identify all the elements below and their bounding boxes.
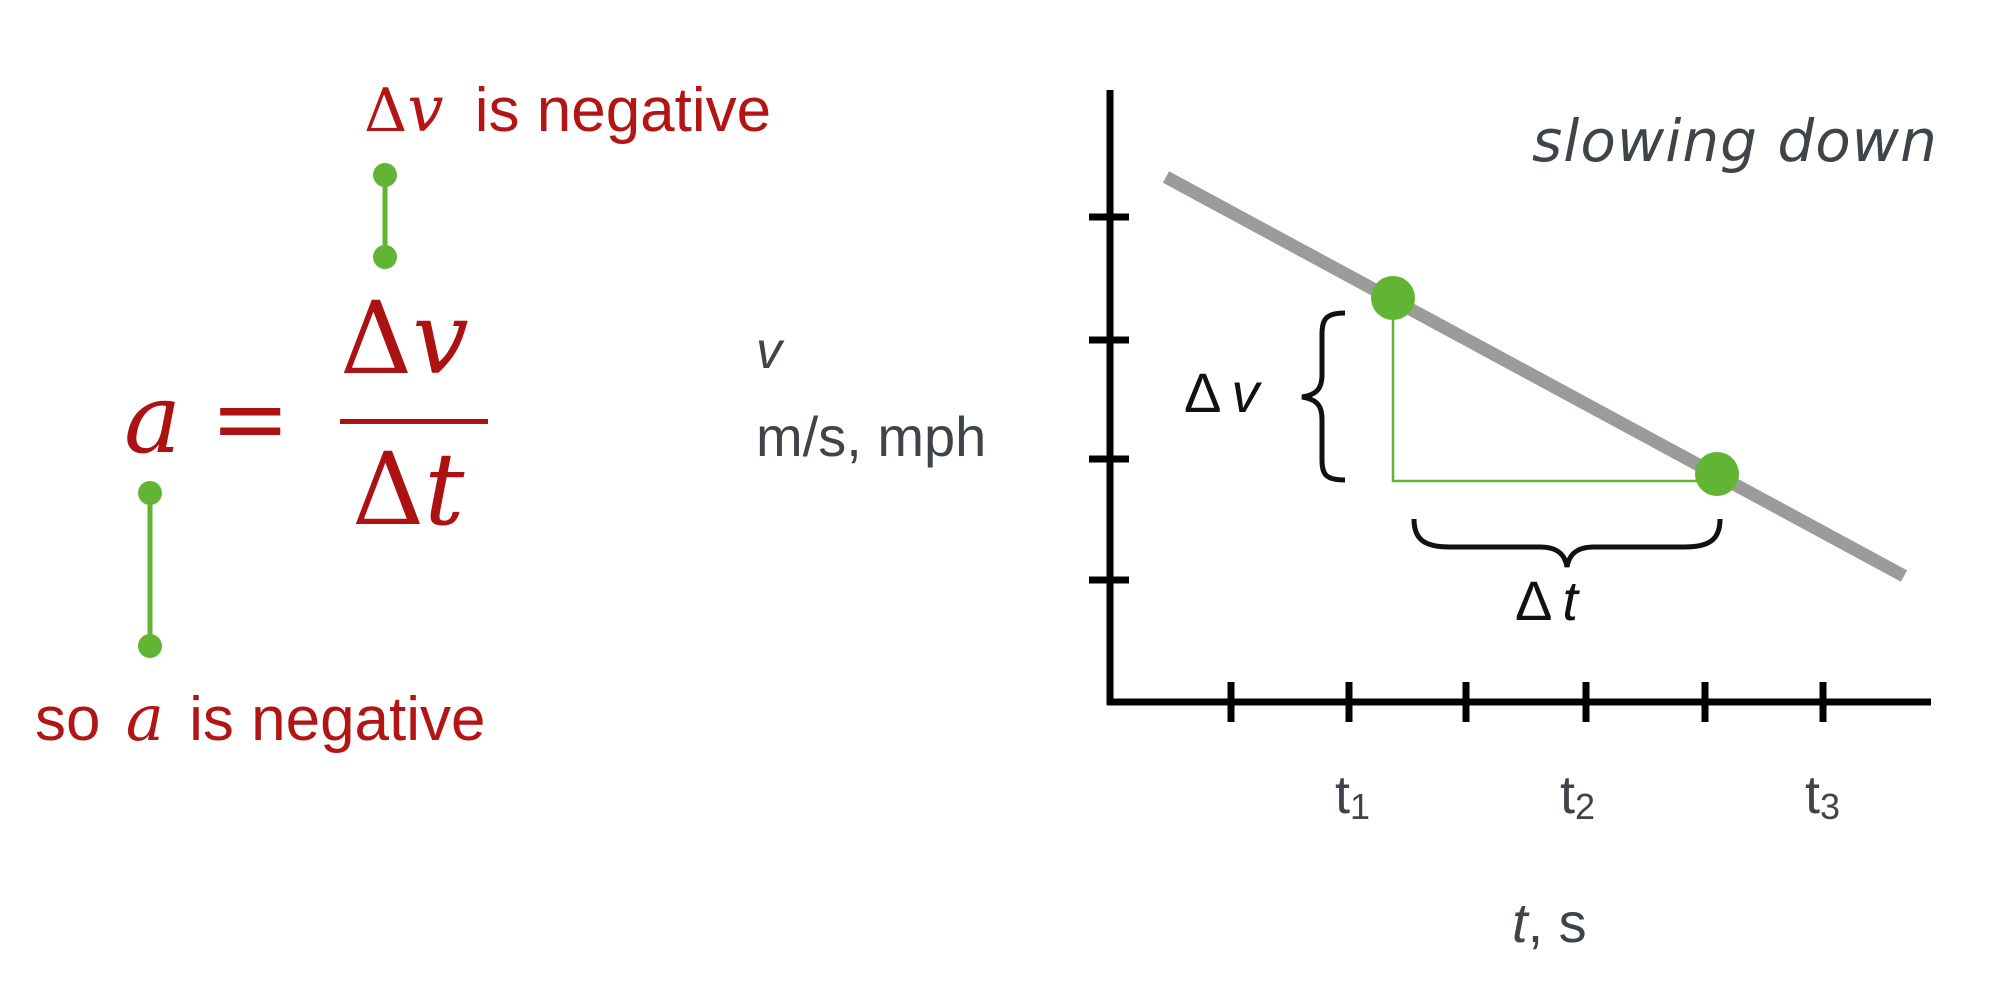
top-connector — [373, 163, 397, 269]
delta-v-brace — [1301, 310, 1346, 483]
axes — [1089, 90, 1931, 722]
x-tick-label-t2: t2 — [1560, 765, 1595, 827]
fraction-bar — [340, 419, 488, 424]
formula-denominator: Δt — [352, 431, 465, 548]
delta-v-negative-label: Δv is negative — [364, 73, 771, 147]
x-tick-label-t1: t1 — [1335, 765, 1370, 827]
y-axis-label-units: m/s, mph — [756, 405, 986, 468]
y-axis-label-var: v — [756, 322, 785, 380]
velocity-line — [1162, 171, 1908, 582]
formula-a: a — [124, 363, 181, 475]
a-negative-label: so a is negative — [35, 682, 486, 756]
bottom-connector — [138, 481, 162, 658]
x-axis-label: t, s — [1512, 891, 1587, 954]
delta-t-brace — [1411, 518, 1723, 568]
graph-title: slowing down — [1532, 107, 1938, 175]
point-1 — [1371, 276, 1415, 320]
formula-equals: = — [210, 363, 290, 475]
point-2 — [1695, 452, 1739, 496]
acceleration-formula: a = Δv Δt — [124, 280, 488, 548]
formula-numerator: Δv — [340, 280, 469, 397]
x-tick-label-t3: t3 — [1805, 765, 1840, 827]
slope-triangle — [1391, 298, 1717, 483]
